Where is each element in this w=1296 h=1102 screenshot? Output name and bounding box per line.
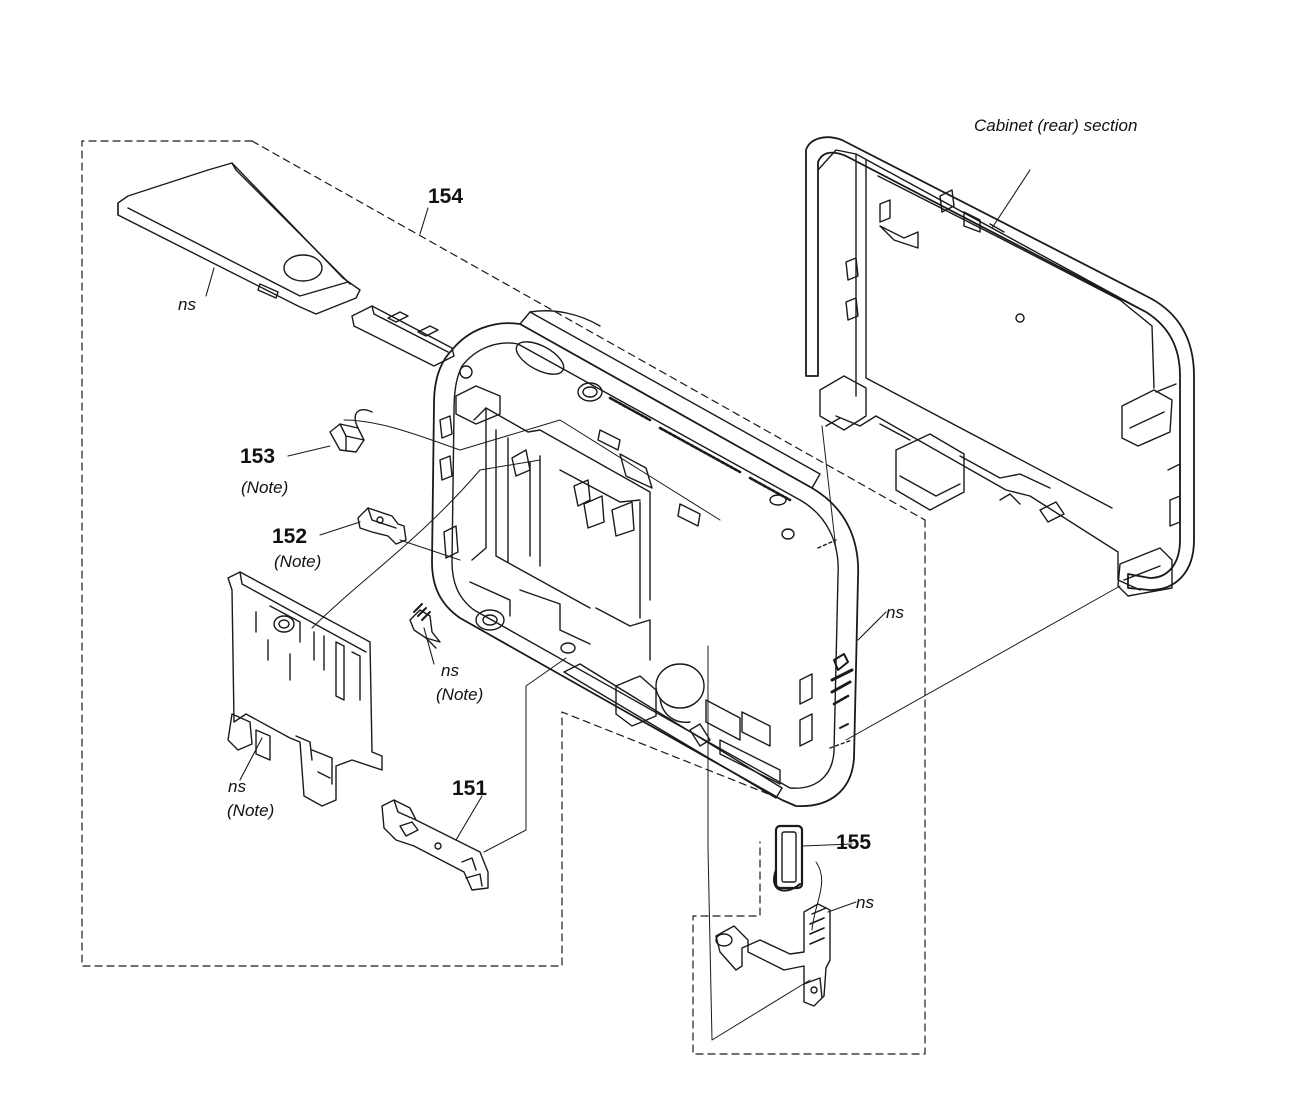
part-153	[329, 409, 373, 453]
ns-label-flex-bracket: ns	[856, 893, 874, 912]
front-cabinet	[431, 310, 860, 807]
callout-153: 153	[240, 445, 276, 468]
ns-label-circuit-board: ns	[228, 777, 246, 796]
dashed-boundary-left	[81, 140, 926, 1055]
note-label-circuit-board: (Note)	[227, 801, 275, 820]
part-152	[357, 507, 407, 545]
section-label-cabinet-rear: Cabinet (rear) section	[974, 116, 1138, 135]
part-slider-switch	[351, 305, 455, 367]
part-154-top-cover	[117, 162, 361, 315]
note-label-spring: (Note)	[436, 685, 484, 704]
rear-cabinet	[805, 136, 1195, 597]
part-circuit-board	[227, 571, 383, 807]
callout-151: 151	[452, 777, 488, 800]
callout-152: 152	[272, 525, 308, 548]
part-151-bracket	[381, 799, 489, 891]
part-155-gasket	[773, 824, 804, 892]
leader-lines	[205, 169, 1031, 913]
callout-154: 154	[428, 185, 464, 208]
part-flex-bracket	[715, 903, 831, 1007]
ns-label-front-cabinet: ns	[886, 603, 904, 622]
part-small-spring	[409, 603, 441, 649]
note-label-152: (Note)	[274, 552, 322, 571]
ns-label-top-cover: ns	[178, 295, 196, 314]
callout-155: 155	[836, 831, 872, 854]
note-label-153: (Note)	[241, 478, 289, 497]
connection-lines	[311, 419, 1121, 1041]
ns-label-spring: ns	[441, 661, 459, 680]
